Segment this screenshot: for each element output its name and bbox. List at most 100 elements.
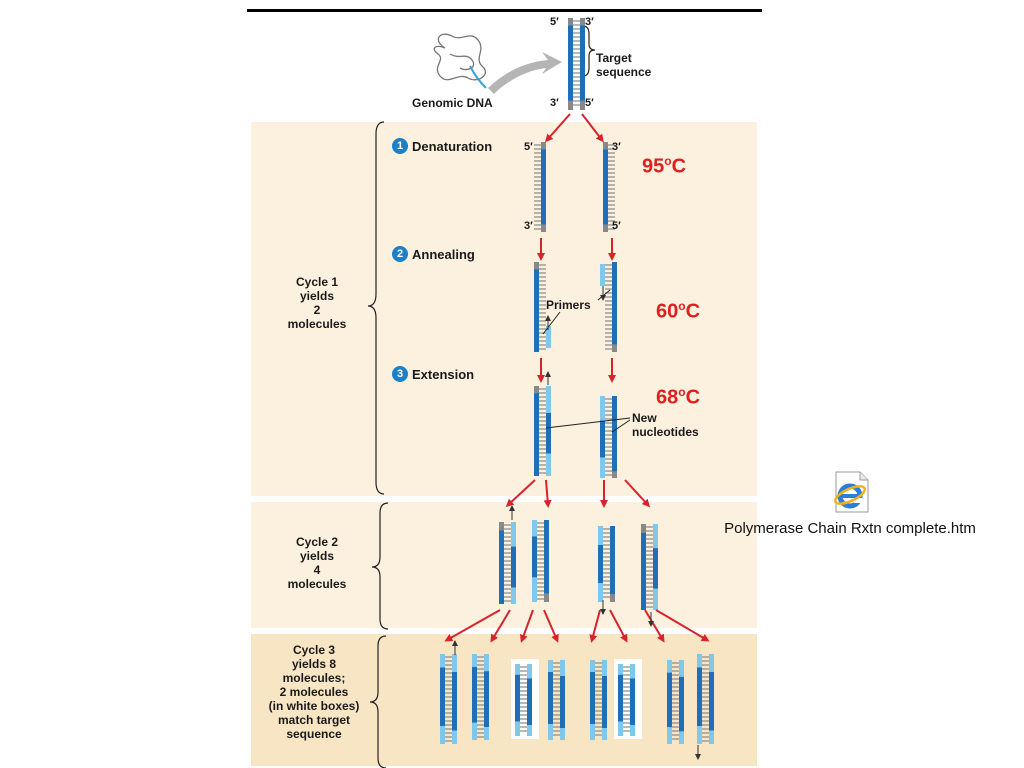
temp-value: 95 bbox=[642, 155, 665, 178]
dna-strand bbox=[568, 18, 573, 26]
dna-strand bbox=[618, 664, 623, 675]
desktop-file-name[interactable]: Polymerase Chain Rxtn complete.htm bbox=[724, 520, 976, 537]
temp-value: 60 bbox=[656, 300, 679, 323]
arrow-split-left bbox=[545, 113, 571, 143]
genomic-dna-squiggle bbox=[433, 33, 487, 89]
internet-explorer-icon[interactable] bbox=[826, 468, 874, 516]
dna-strand bbox=[603, 149, 608, 225]
dna-strand bbox=[590, 672, 595, 724]
step-number-badge: 2 bbox=[392, 246, 408, 262]
dna-strand bbox=[534, 262, 539, 270]
nucleotide-pointer-2 bbox=[611, 419, 631, 433]
dna-strand bbox=[630, 725, 635, 736]
dna-strand bbox=[440, 654, 445, 668]
arrow-split-right bbox=[581, 113, 604, 143]
genomic-dna-label: Genomic DNA bbox=[412, 96, 493, 110]
dna-strand bbox=[603, 142, 608, 150]
cycle1-text: Cycle 1 yields 2 molecules bbox=[276, 275, 358, 331]
dna-strand bbox=[603, 224, 608, 232]
dna-strand bbox=[618, 721, 623, 736]
desktop-file-shortcut[interactable]: Polymerase Chain Rxtn complete.htm bbox=[700, 468, 1000, 537]
dna-strand bbox=[484, 727, 489, 740]
dna-strand bbox=[544, 520, 549, 594]
dna-strand bbox=[697, 667, 702, 726]
cycle3-brace bbox=[369, 635, 387, 768]
dna-strand bbox=[612, 396, 617, 472]
dna-strand bbox=[527, 664, 532, 679]
cycle-line: molecules bbox=[287, 577, 347, 591]
bottom-left-3-end: 3′ bbox=[550, 97, 559, 109]
dna-strand bbox=[709, 672, 714, 731]
dna-strand bbox=[511, 587, 516, 604]
dna-strand bbox=[452, 672, 457, 731]
dna-strand bbox=[598, 526, 603, 545]
cycle-line: 4 bbox=[313, 563, 321, 577]
dna-strand bbox=[560, 660, 565, 676]
arrow-c2-c3-h bbox=[655, 609, 710, 642]
degree-symbol: o bbox=[678, 385, 686, 399]
degree-symbol: o bbox=[678, 299, 686, 313]
dna-strand bbox=[515, 664, 520, 675]
temp-annealing: 60oC bbox=[656, 299, 700, 324]
dna-strand bbox=[546, 386, 551, 413]
top-rule bbox=[247, 9, 762, 12]
cycle3-text: Cycle 3 yields 8 molecules; 2 molecules … bbox=[256, 643, 372, 741]
temp-unit: C bbox=[671, 155, 687, 178]
top-right-3-end: 3′ bbox=[585, 16, 594, 28]
flow-arrows bbox=[444, 113, 710, 643]
dna-strand bbox=[499, 522, 504, 531]
extension-direction-arrows bbox=[452, 286, 701, 760]
bottom-right-5-end: 5′ bbox=[585, 97, 594, 109]
dna-strand bbox=[709, 654, 714, 672]
target-label-line-2: sequence bbox=[596, 65, 652, 79]
target-label-line-1: Target bbox=[596, 51, 632, 65]
dna-strand bbox=[534, 269, 539, 352]
arrow-c1-c2-b bbox=[543, 479, 552, 508]
dna-strand bbox=[546, 413, 551, 454]
genomic-to-target-arrow bbox=[488, 52, 562, 94]
dna-strand bbox=[511, 546, 516, 588]
dna-strand bbox=[532, 520, 537, 537]
cycle1-panel bbox=[251, 122, 757, 496]
arrow-c2-c3-e bbox=[589, 609, 601, 643]
temp-unit: C bbox=[685, 386, 701, 409]
arrow-c2-c3-c bbox=[519, 609, 534, 643]
dna-strand bbox=[600, 396, 605, 421]
dna-strand bbox=[484, 671, 489, 728]
dna-strand bbox=[602, 728, 607, 740]
dna-strand bbox=[580, 100, 585, 110]
step-number-badge: 3 bbox=[392, 366, 408, 382]
dna-strand bbox=[598, 545, 603, 583]
dna-strand bbox=[511, 522, 516, 547]
dna-strand bbox=[600, 457, 605, 478]
dna-strand bbox=[452, 730, 457, 744]
dna-strand bbox=[472, 722, 477, 740]
cycle-line: 2 molecules bbox=[279, 685, 349, 699]
dna-strand bbox=[534, 393, 539, 476]
dna-strand bbox=[546, 453, 551, 476]
dna-strand bbox=[641, 532, 646, 610]
cycle2-brace bbox=[371, 502, 389, 630]
dna-strand bbox=[630, 664, 635, 679]
new-nucleotides-line-1: New bbox=[632, 411, 657, 425]
dna-strand bbox=[612, 344, 617, 352]
target-sequence-label: Target sequence bbox=[596, 51, 651, 79]
cycle-line: 2 bbox=[313, 303, 321, 317]
dna-strand bbox=[527, 725, 532, 736]
dna-strand bbox=[534, 386, 539, 394]
dna-strand bbox=[618, 674, 623, 722]
cycle-line: yields bbox=[299, 549, 335, 563]
dna-strand bbox=[532, 577, 537, 602]
dna-strand bbox=[641, 524, 646, 533]
cycle-line: molecules; bbox=[282, 671, 346, 685]
temp-unit: C bbox=[685, 300, 701, 323]
dna-strand bbox=[630, 678, 635, 726]
nucleotide-pointer-1 bbox=[545, 417, 631, 429]
target-brace bbox=[582, 25, 596, 77]
cycle-line: yields 8 bbox=[291, 657, 337, 671]
dna-strand bbox=[472, 666, 477, 723]
arrow-c2-c3-a bbox=[444, 609, 501, 642]
dna-strand bbox=[697, 654, 702, 668]
